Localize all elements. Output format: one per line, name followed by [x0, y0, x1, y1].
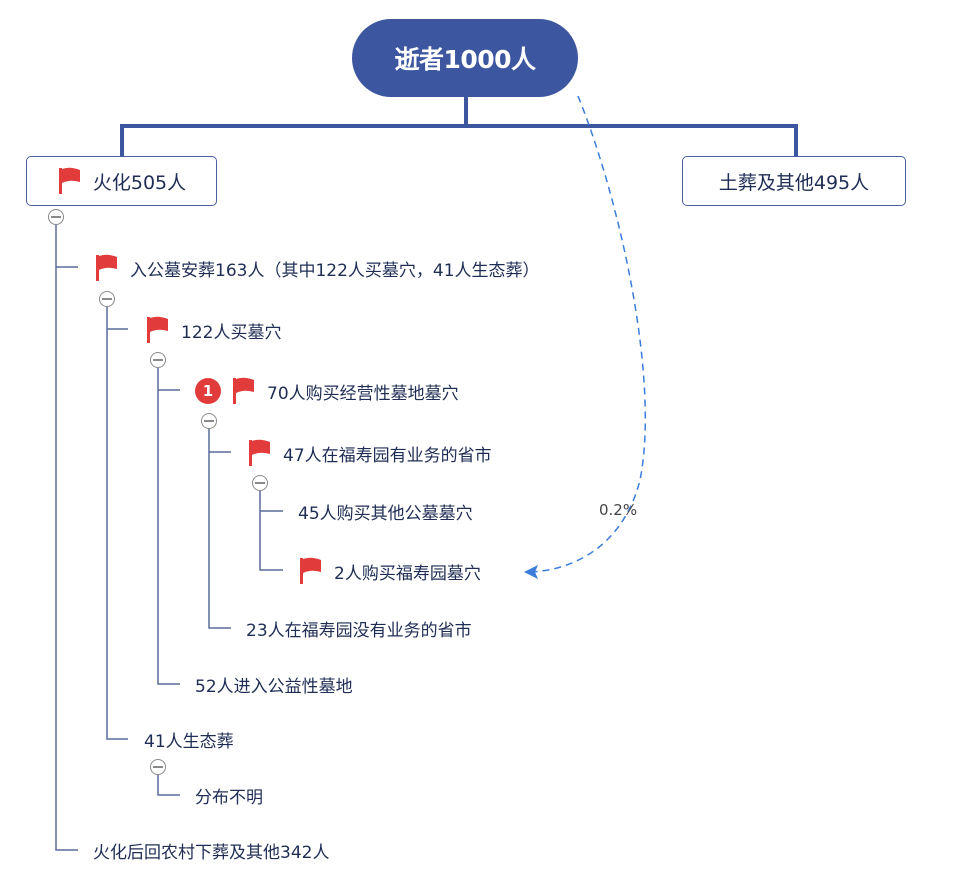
node-fsy-grave[interactable]: 2人购买福寿园墓穴: [298, 556, 481, 586]
node-label: 52人进入公益性墓地: [195, 676, 353, 697]
tree-line-eco: [157, 775, 180, 796]
node-label: 火化后回农村下葬及其他342人: [93, 842, 330, 863]
root-topic[interactable]: 逝者1000人: [352, 19, 578, 97]
node-label: 122人买墓穴: [181, 322, 282, 343]
node-buy-grave[interactable]: 122人买墓穴: [145, 315, 281, 345]
collapse-minus-icon[interactable]: [48, 209, 64, 225]
node-fsy-provinces[interactable]: 47人在福寿园有业务的省市: [247, 438, 492, 468]
relationship-label[interactable]: 0.2%: [599, 501, 638, 519]
node-label: 41人生态葬: [144, 731, 234, 752]
flag-icon: [233, 377, 254, 404]
node-label: 70人购买经营性墓地墓穴: [267, 383, 459, 404]
relationship-arrow-icon: [524, 565, 538, 579]
flag-icon: [249, 439, 270, 466]
priority-1-icon: 1: [195, 378, 221, 404]
tree-line-level1: [55, 225, 78, 851]
collapse-minus-icon[interactable]: [150, 759, 166, 775]
tree-line-level4: [208, 429, 231, 629]
collapse-minus-icon[interactable]: [201, 413, 217, 429]
node-label: 45人购买其他公墓墓穴: [298, 503, 473, 524]
collapse-minus-icon[interactable]: [252, 475, 268, 491]
node-eco-burial[interactable]: 41人生态葬: [144, 724, 234, 754]
flag-icon: [58, 167, 80, 194]
relationship-line: [529, 95, 647, 573]
node-label: 47人在福寿园有业务的省市: [283, 445, 492, 466]
node-label: 2人购买福寿园墓穴: [334, 563, 481, 584]
node-non-fsy-provinces[interactable]: 23人在福寿园没有业务的省市: [246, 613, 472, 643]
flag-icon: [147, 316, 168, 343]
branch-cremation[interactable]: 火化505人: [26, 156, 217, 206]
branch-label: 土葬及其他495人: [718, 171, 870, 194]
node-label: 入公墓安葬163人（其中122人买墓穴，41人生态葬）: [130, 260, 540, 281]
node-label: 23人在福寿园没有业务的省市: [246, 620, 472, 641]
node-unknown-distribution[interactable]: 分布不明: [195, 780, 263, 810]
flag-icon: [300, 557, 321, 584]
branch-burial[interactable]: 土葬及其他495人: [682, 156, 906, 206]
tree-line-level2: [106, 307, 128, 740]
node-rural-burial[interactable]: 火化后回农村下葬及其他342人: [93, 835, 329, 865]
tree-line-level3: [157, 368, 180, 685]
node-label: 分布不明: [195, 787, 263, 808]
node-public-cemetery[interactable]: 入公墓安葬163人（其中122人买墓穴，41人生态葬）: [94, 253, 540, 283]
collapse-minus-icon[interactable]: [150, 352, 166, 368]
node-commercial-cemetery[interactable]: 1 70人购买经营性墓地墓穴: [195, 376, 459, 406]
node-public-welfare-cemetery[interactable]: 52人进入公益性墓地: [195, 669, 353, 699]
tree-line-level5: [259, 491, 283, 571]
branch-label: 火化505人: [92, 171, 187, 194]
collapse-minus-icon[interactable]: [99, 291, 115, 307]
flag-icon: [96, 254, 117, 281]
node-other-cemetery[interactable]: 45人购买其他公墓墓穴: [298, 496, 473, 526]
